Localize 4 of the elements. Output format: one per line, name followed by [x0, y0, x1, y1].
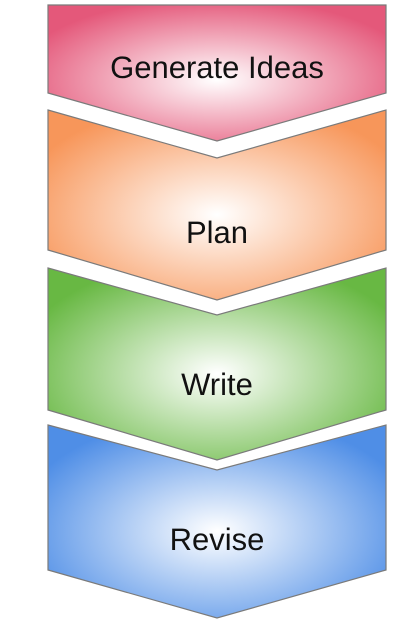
step-label: Write: [181, 367, 253, 403]
step-label: Revise: [170, 522, 264, 558]
step-label: Plan: [186, 215, 248, 251]
step-label: Generate Ideas: [110, 50, 324, 86]
